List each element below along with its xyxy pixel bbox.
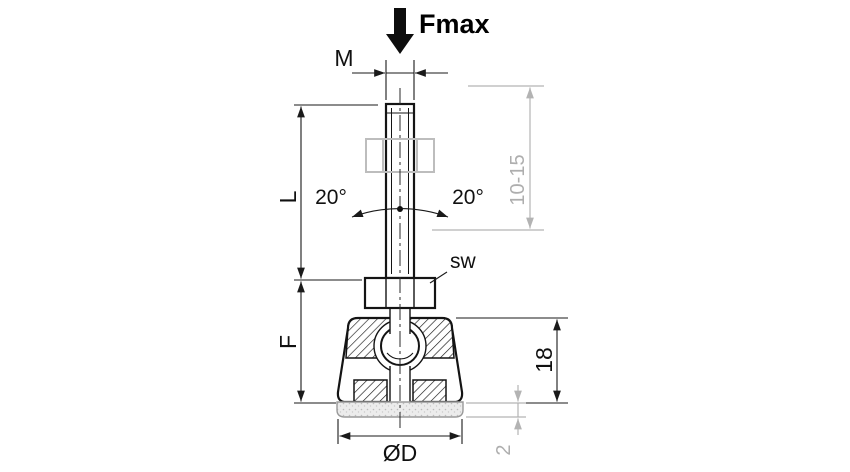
dim-stud-length: L bbox=[275, 104, 378, 281]
force-indicator: Fmax bbox=[386, 8, 490, 54]
housing-silhouette bbox=[336, 316, 464, 404]
housing-section-lower-right bbox=[412, 379, 447, 403]
dim-lower-height: F bbox=[275, 281, 336, 404]
wrench-leader-line bbox=[429, 271, 448, 284]
stem bbox=[390, 306, 410, 338]
pad-thickness-label: 2 bbox=[493, 444, 515, 455]
wrench-label: sw bbox=[450, 250, 477, 273]
dim-base-diameter: ØD bbox=[337, 419, 463, 466]
housing-section-lower-left bbox=[353, 379, 388, 403]
pad-outline bbox=[336, 401, 464, 418]
threaded-stud bbox=[384, 102, 416, 280]
base-height-label: 18 bbox=[531, 347, 557, 373]
tilt-angle-indicator: 20° 20° bbox=[315, 186, 484, 218]
dim-adjust-range: 10-15 bbox=[432, 85, 544, 231]
tilt-left-label: 20° bbox=[315, 186, 347, 209]
tilt-arc bbox=[351, 207, 449, 218]
tilt-right-label: 20° bbox=[452, 186, 484, 209]
stud-length-label: L bbox=[275, 190, 301, 203]
base-diameter-label: ØD bbox=[383, 440, 418, 466]
rubber-pad bbox=[336, 401, 464, 418]
dim-pad-thickness: 2 bbox=[466, 385, 526, 456]
force-arrow-icon bbox=[386, 8, 414, 54]
dim-base-height: 18 bbox=[456, 317, 568, 404]
force-label: Fmax bbox=[419, 9, 490, 39]
clearance-channel bbox=[390, 362, 410, 402]
adjust-range-label: 10-15 bbox=[507, 154, 529, 205]
dim-thread: M bbox=[334, 45, 448, 100]
lower-height-label: F bbox=[275, 335, 301, 349]
wrench-size-callout: sw bbox=[429, 250, 477, 284]
thread-label: M bbox=[334, 45, 353, 71]
